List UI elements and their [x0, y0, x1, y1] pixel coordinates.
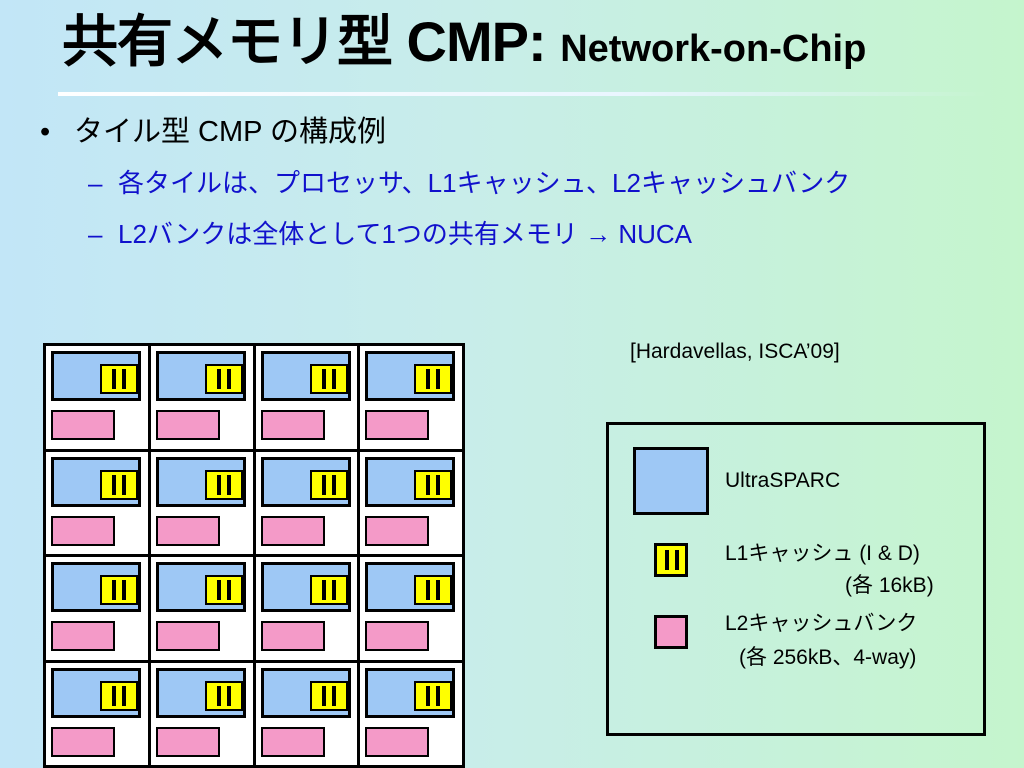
tile	[255, 346, 358, 449]
processor-block	[51, 351, 141, 401]
l2-cache-bank-block	[365, 726, 430, 757]
l2-cache-bank-block	[155, 410, 220, 440]
l2-cache-bank-block	[51, 410, 115, 440]
l1-cache-block	[204, 680, 243, 711]
legend-l1-swatch	[654, 543, 688, 577]
bullet-text: タイル型 CMP の構成例	[74, 116, 387, 148]
tile	[360, 346, 462, 449]
l2-cache-bank-block	[155, 621, 220, 651]
legend-cpu-label: UltraSPARC	[725, 469, 841, 492]
processor-block	[365, 456, 456, 507]
processor-block	[51, 456, 141, 507]
l2-cache-bank-block	[365, 515, 430, 546]
l1-cache-block	[414, 364, 453, 394]
l1-cache-block	[100, 364, 138, 394]
l1-cache-block	[100, 575, 138, 605]
subbullet-marker: –	[88, 219, 103, 249]
tile	[360, 557, 462, 660]
processor-block	[155, 456, 246, 507]
tile	[150, 451, 253, 554]
tile	[255, 557, 358, 660]
processor-block	[155, 562, 246, 612]
legend-l2-size: (各 256kB、4-way)	[739, 646, 917, 669]
processor-block	[260, 667, 351, 718]
processor-block	[260, 456, 351, 507]
processor-block	[51, 667, 141, 718]
l1-cache-block	[100, 469, 138, 500]
processor-block	[155, 351, 246, 401]
tile	[150, 557, 253, 660]
l1-cache-block	[309, 680, 348, 711]
processor-block	[365, 351, 456, 401]
tile	[360, 451, 462, 554]
tile	[46, 346, 148, 449]
l2-cache-bank-block	[155, 515, 220, 546]
subbullet-item: –L2バンクは全体として1つの共有メモリ → NUCA	[88, 214, 692, 251]
tile	[255, 451, 358, 554]
l1-cache-block	[100, 680, 138, 711]
l2-cache-bank-block	[51, 515, 115, 546]
l2-cache-bank-block	[260, 621, 325, 651]
l2-cache-bank-block	[260, 726, 325, 757]
subbullet-item: –各タイルは、プロセッサ、L1キャッシュ、L2キャッシュバンク	[88, 163, 850, 200]
tile	[255, 662, 358, 765]
subbullet-marker: –	[88, 168, 103, 198]
tile	[46, 451, 148, 554]
title-underline	[58, 92, 988, 96]
processor-block	[260, 351, 351, 401]
l2-cache-bank-block	[365, 621, 430, 651]
tile-grid-diagram	[43, 343, 465, 768]
bullet-marker: •	[40, 116, 51, 148]
slide-title-sub: Network-on-Chip	[560, 28, 867, 70]
processor-block	[365, 562, 456, 612]
l2-cache-bank-block	[155, 726, 220, 757]
slide-title: 共有メモリ型 CMP: Network-on-Chip	[62, 14, 866, 70]
processor-block	[51, 562, 141, 612]
subbullet-text: 各タイルは、プロセッサ、L1キャッシュ、L2キャッシュバンク	[118, 168, 851, 198]
tile	[46, 557, 148, 660]
processor-block	[365, 667, 456, 718]
l2-cache-bank-block	[260, 515, 325, 546]
l1-cache-block	[204, 364, 243, 394]
l2-cache-bank-block	[260, 410, 325, 440]
l1-cache-block	[309, 575, 348, 605]
tile	[150, 662, 253, 765]
l1-cache-block	[309, 469, 348, 500]
legend-l2-label: L2キャッシュバンク	[725, 612, 918, 635]
legend-cpu-swatch	[633, 447, 709, 515]
slide-title-main: 共有メモリ型 CMP:	[62, 10, 561, 73]
l1-cache-block	[414, 575, 453, 605]
tile	[46, 662, 148, 765]
l1-cache-block	[204, 469, 243, 500]
l1-cache-block	[204, 575, 243, 605]
l1-cache-block	[414, 469, 453, 500]
tile	[150, 346, 253, 449]
l2-cache-bank-block	[51, 726, 115, 757]
legend-l1-label: L1キャッシュ (I & D)	[725, 542, 920, 565]
tile	[360, 662, 462, 765]
subbullet-text: L2バンクは全体として1つの共有メモリ → NUCA	[118, 219, 693, 249]
l2-cache-bank-block	[365, 410, 430, 440]
l2-cache-bank-block	[51, 621, 115, 651]
processor-block	[260, 562, 351, 612]
legend-l2-swatch	[654, 615, 688, 649]
legend-box: UltraSPARC L1キャッシュ (I & D) (各 16kB) L2キャ…	[606, 422, 986, 736]
legend-l1-size: (各 16kB)	[845, 574, 934, 597]
processor-block	[155, 667, 246, 718]
l1-cache-block	[414, 680, 453, 711]
bullet-item: • タイル型 CMP の構成例	[40, 108, 386, 150]
l1-cache-block	[309, 364, 348, 394]
citation: [Hardavellas, ISCA’09]	[630, 340, 840, 363]
